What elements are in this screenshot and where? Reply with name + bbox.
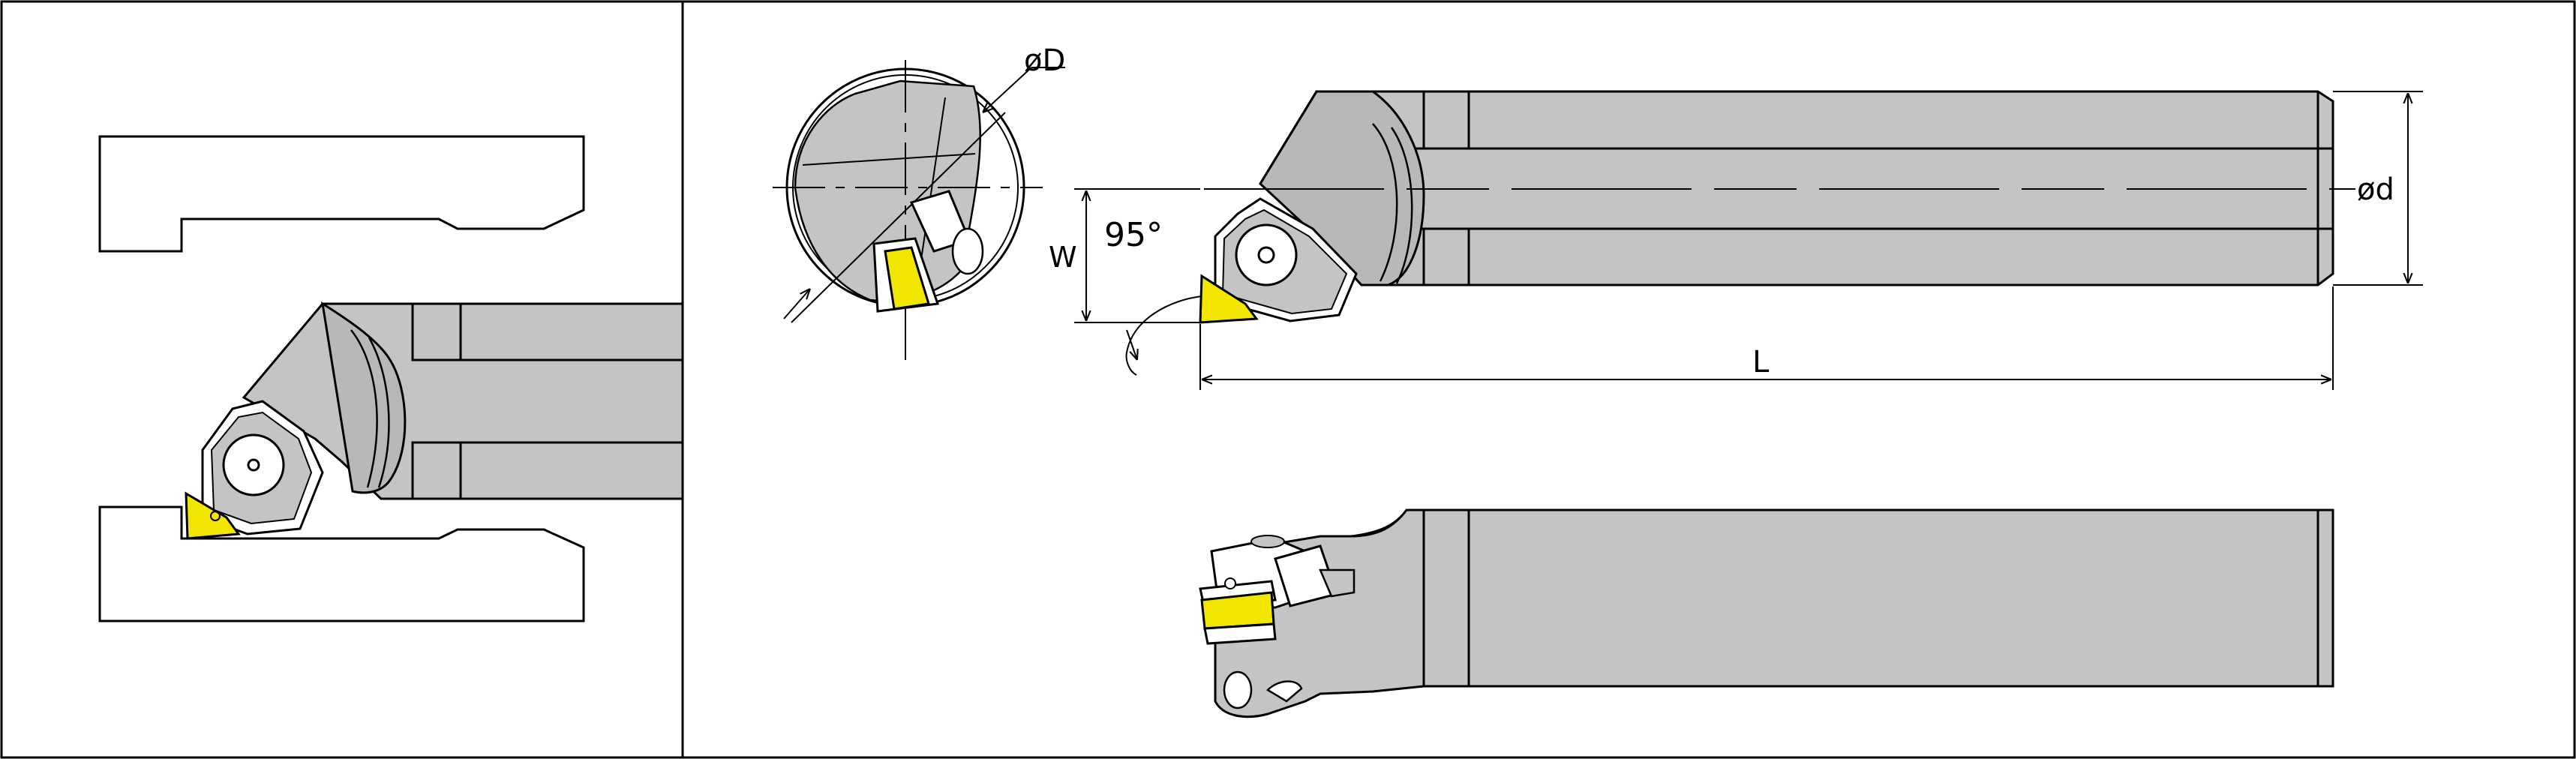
detail-insert [884,246,930,310]
label-angle: 95° [1104,216,1163,254]
workpiece-upper [98,135,585,253]
tool-top-view [1199,90,2355,324]
side-insert [1200,591,1275,630]
label-length: L [1752,345,1770,380]
dimension-d: ød [2333,91,2423,286]
tool-side-profile [1199,508,2334,718]
label-diameter-d: ød [2357,172,2394,207]
cutting-insert [185,491,241,540]
top-insert [1199,274,1259,324]
tool-side-view [185,301,684,540]
tool-head [320,301,407,494]
detail-view: øD [773,44,1065,360]
dimension-W: W [1049,188,1202,323]
side-shank [1422,508,2334,688]
label-diameter-D: øD [1024,44,1065,78]
dimension-L: L [1199,286,2334,390]
dimension-angle: 95° [1104,216,1202,376]
label-width: W [1049,241,1077,274]
workpiece-lower [98,506,585,622]
